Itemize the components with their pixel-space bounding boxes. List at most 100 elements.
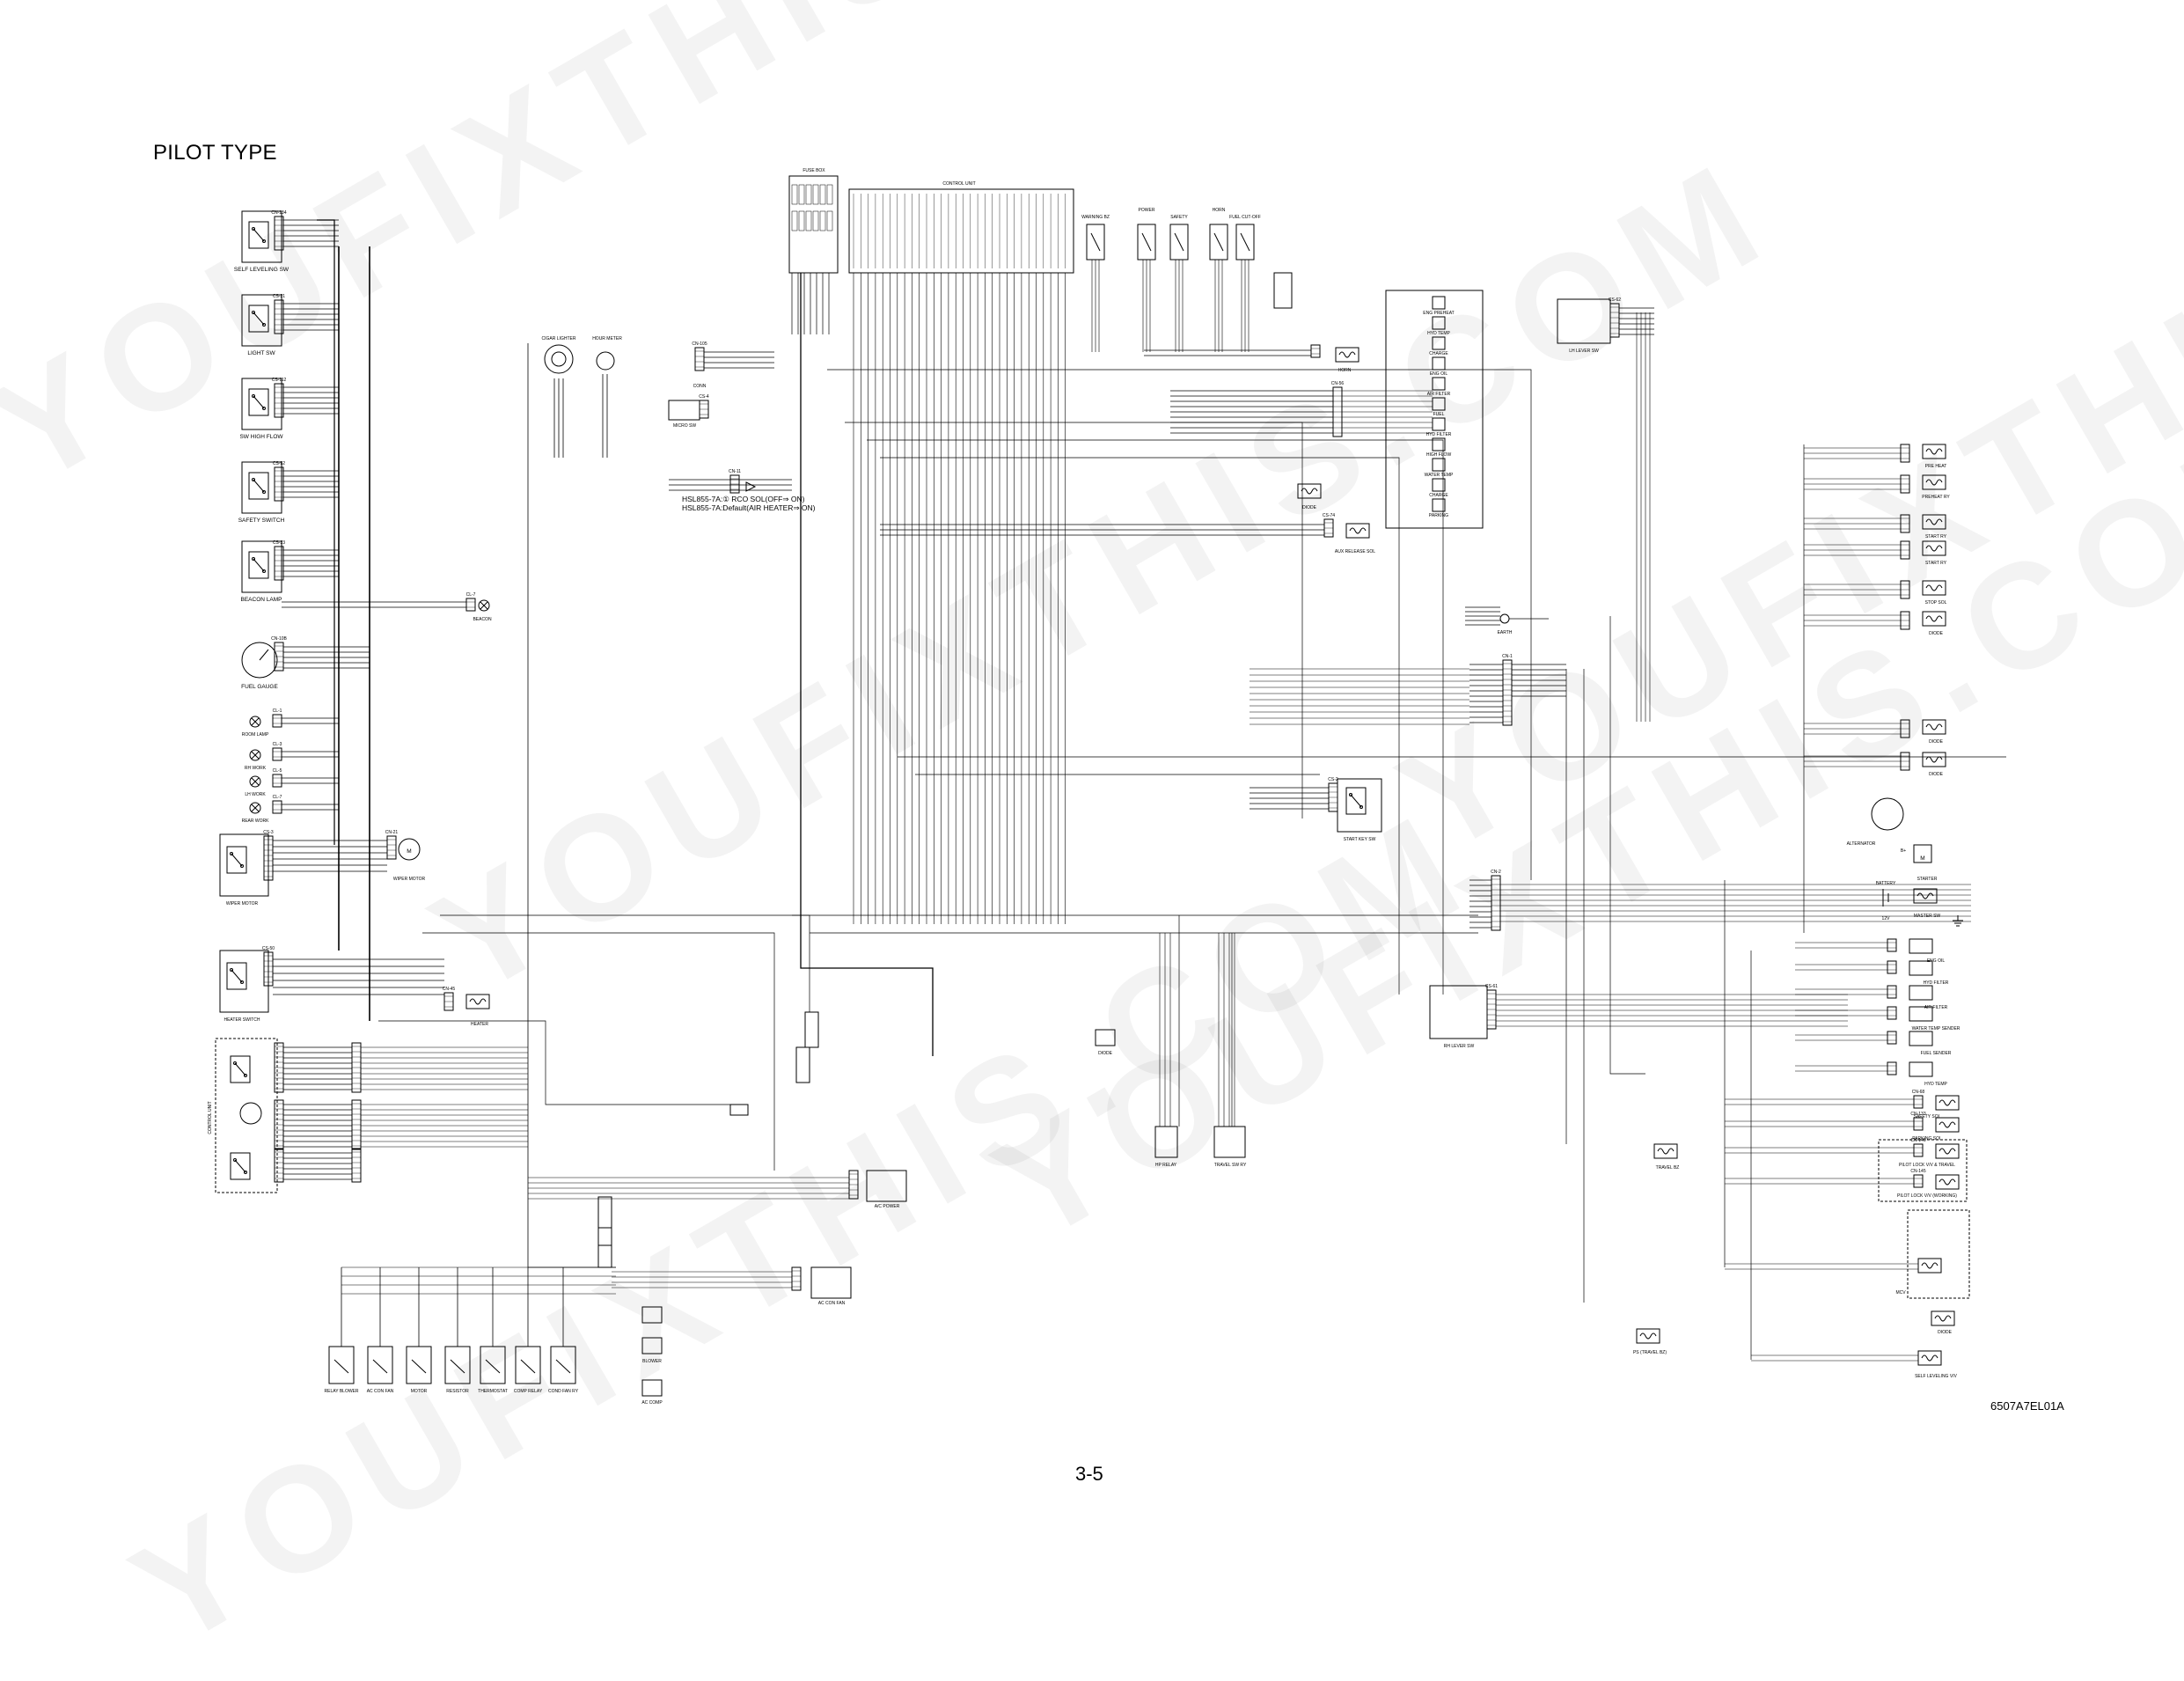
travel-sw-relay-label: TRAVEL SW RY (1214, 1163, 1247, 1168)
diode-right-icon (1922, 611, 1946, 627)
fuel-cutoff-relay-label: FUEL CUT-OFF (1229, 215, 1261, 220)
relay-blower (328, 1346, 355, 1384)
wire (827, 369, 1532, 880)
safety-relay-blade (1174, 232, 1184, 252)
beacon-icon (478, 599, 490, 612)
eng-oil-sensor-label: ENG OIL (1927, 958, 1946, 964)
ps-travel-bz-icon (1636, 1328, 1660, 1344)
switch-blade (253, 395, 265, 409)
ps-travel-bz-label: PS (TRAVEL BZ) (1633, 1350, 1667, 1355)
lamp-cross (251, 804, 260, 812)
aux-release-sol-icon (1345, 523, 1370, 539)
earth-label: EARTH (1498, 630, 1513, 635)
indicator-lamp (1432, 458, 1446, 472)
start-relay-icon (1922, 514, 1946, 530)
diode-right-3-icon (1922, 752, 1946, 767)
wiper-motor-icon (398, 838, 421, 861)
switch-blade (253, 479, 265, 493)
fuel-cutoff-relay-blade (1240, 232, 1250, 252)
travel-bz-icon (1653, 1143, 1678, 1159)
lamp-cross (480, 601, 488, 610)
fuse (826, 184, 833, 205)
horn-icon (1335, 347, 1360, 363)
lh-lever-connector (1609, 303, 1620, 338)
resistor (444, 1346, 471, 1384)
safety-relay-label: SAFETY (1170, 215, 1188, 220)
hour-meter-icon (596, 351, 615, 371)
heater-switch-symbol (226, 962, 247, 990)
hp-relay-label: HP RELAY (1155, 1163, 1177, 1168)
rear-work-lamp-label: REAR WORK (242, 818, 270, 824)
aux-release-sol-label: AUX RELEASE SOL (1335, 549, 1375, 554)
connector-label: CN-10B (271, 636, 287, 642)
connector-label: CS-3 (263, 830, 274, 835)
ac-power-label: A/C POWER (875, 1204, 900, 1209)
hyd-filter-sensor-label: HYD FILTER (1924, 980, 1949, 986)
high-flow-switch-symbol (248, 388, 269, 416)
coil-winding (1301, 488, 1318, 495)
safety-switch-label: SAFETY SWITCH (238, 518, 285, 524)
diode-icon (745, 481, 757, 492)
rh-work-lamp-icon (249, 749, 261, 761)
rh-work-lamp-connector (272, 747, 282, 761)
pilot-lock-group (1878, 1139, 1968, 1202)
cigar-lighter-icon (544, 344, 574, 374)
switch-contact (262, 569, 266, 573)
coil-winding (1925, 448, 1943, 455)
coil-winding (1925, 545, 1943, 552)
wiper-switch-symbol (226, 846, 247, 874)
thermostat (480, 1346, 506, 1384)
switch-blade (231, 853, 243, 867)
water-temp-sender (1909, 1006, 1933, 1022)
self-leveling-switch-connector (274, 216, 284, 251)
hvac-connector-3 (274, 1148, 284, 1183)
diode-vertical-1 (804, 1011, 819, 1048)
beacon-connector (465, 598, 476, 612)
indicator-lamp (1432, 377, 1446, 391)
fuel-sender (1909, 1031, 1933, 1046)
conn-connector (694, 347, 705, 371)
safety-sol-icon (1935, 1095, 1960, 1111)
wire (422, 932, 775, 1171)
diode-label-1: DIODE (1302, 505, 1317, 510)
master-sw-icon (1913, 888, 1938, 904)
thermostat-label: THERMOSTAT (478, 1389, 508, 1394)
indicator-label: ENG PREHEAT (1423, 311, 1454, 316)
wire (1609, 616, 1645, 1075)
relay-blower-contact (333, 1359, 349, 1374)
horn-relay-blade (1213, 232, 1224, 252)
safety-switch-connector (274, 466, 284, 502)
comp-relay-label: COMP RELAY (514, 1389, 543, 1394)
ac-con-fan-relay (810, 1266, 852, 1299)
starter-icon (1913, 844, 1932, 863)
diode-bank-2 (597, 1227, 612, 1268)
indicator-label: AIR FILTER (1427, 392, 1451, 397)
connector-label: CN-134 (271, 210, 286, 216)
indicator-lamp (1432, 336, 1446, 350)
safety-sol-connector (1913, 1095, 1924, 1109)
ac-comp-label: AC COMP (641, 1400, 663, 1406)
ac-con-fan-label: AC CON FAN (818, 1301, 846, 1306)
rear-work-lamp-icon (249, 802, 261, 814)
gauge-needle (259, 649, 269, 661)
room-lamp-connector (272, 714, 282, 728)
switch-contact (233, 1061, 237, 1065)
eng-oil-sensor (1909, 938, 1933, 954)
switch-contact (230, 968, 233, 972)
pre-heat-label: PRE HEAT (1925, 464, 1947, 469)
diode-right-3-label: DIODE (1929, 772, 1944, 777)
hyd-temp-sender-connector (1887, 1061, 1897, 1075)
connector-label: CN-68 (1912, 1090, 1925, 1095)
relay-ac-con-fan-contact (372, 1359, 388, 1374)
indicator-lamp (1432, 296, 1446, 310)
connector-label: CS-21 (273, 294, 285, 299)
indicator-lamp (1432, 356, 1446, 371)
switch-contact (244, 1074, 247, 1077)
fuel-sender-connector (1887, 1031, 1897, 1045)
resistor-label: RESISTOR (446, 1389, 469, 1394)
condfan-relay-contact (555, 1359, 571, 1374)
relay-blower-label: RELAY BLOWER (325, 1389, 359, 1394)
start-key-symbol (1345, 787, 1367, 815)
self-leveling-switch (241, 210, 282, 263)
indicator-label: HYD FILTER (1426, 432, 1452, 437)
